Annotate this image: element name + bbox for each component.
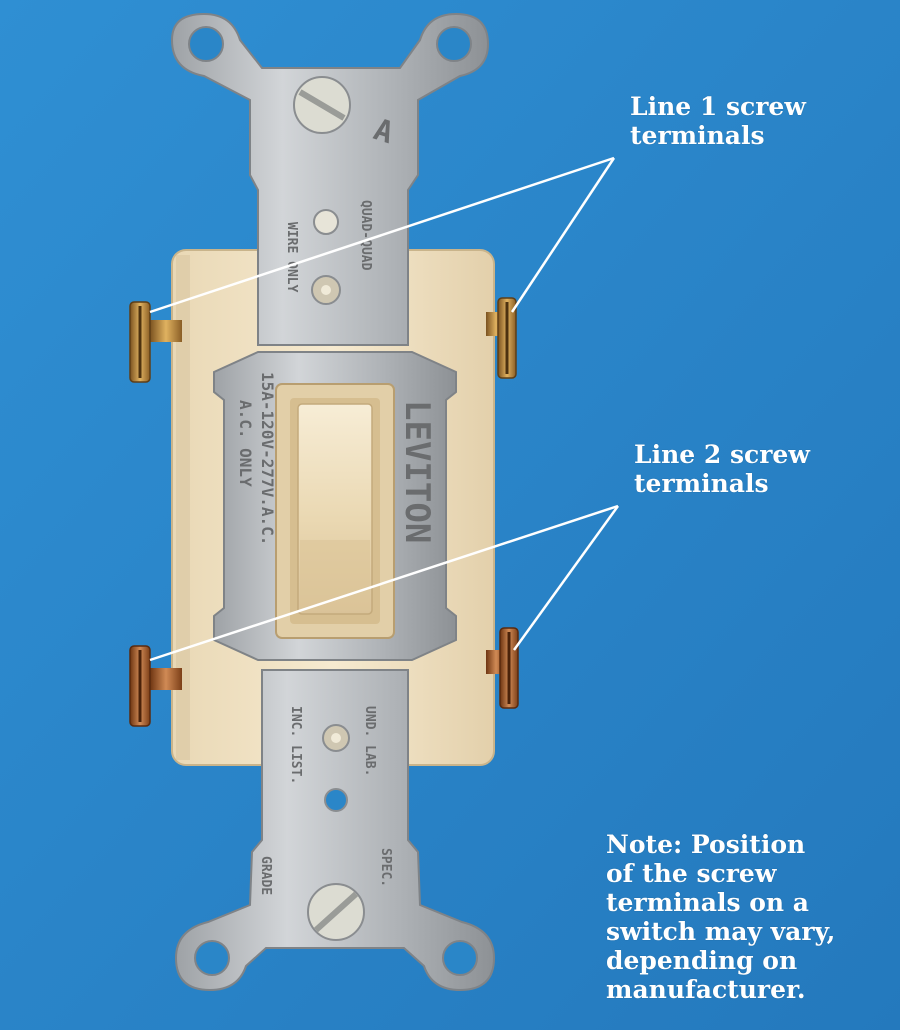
line2-right-screw-terminal <box>486 627 519 709</box>
note-line: Note: Position <box>606 830 806 859</box>
line1-leader-left <box>149 156 615 314</box>
brand-text: LEVITON <box>397 400 437 543</box>
manufacturer-note: Note: Position of the screw terminals on… <box>606 830 835 1004</box>
note-line: depending on <box>606 946 798 975</box>
rating-text: 15A-120V-277V.A.C. <box>258 372 277 545</box>
toggle-lever <box>275 383 395 639</box>
mounting-hole-icon <box>194 940 230 976</box>
top-mounting-strap: A QUAD-QUAD WIRE ONLY <box>170 12 490 346</box>
line2-leader-right <box>512 505 620 651</box>
strap-hole-icon <box>324 788 348 812</box>
label-line: Line 1 screw <box>630 92 806 121</box>
line2-leader-left <box>149 504 619 662</box>
grade-text: GRADE <box>258 856 273 895</box>
line2-terminals-label: Line 2 screw terminals <box>634 440 810 498</box>
line2-left-screw-terminal <box>129 645 182 727</box>
label-line: terminals <box>630 121 765 150</box>
top-strap-right-text: QUAD-QUAD <box>358 200 373 271</box>
strap-hole-icon <box>313 209 339 235</box>
line1-leader-right <box>510 157 616 313</box>
mounting-hole-icon <box>436 26 472 62</box>
label-line: terminals <box>634 469 769 498</box>
note-line: terminals on a <box>606 888 809 917</box>
note-line: of the screw <box>606 859 777 888</box>
note-line: switch may vary, <box>606 917 836 946</box>
bottom-strap-left-text: INC. LIST. <box>288 706 303 784</box>
line1-left-screw-terminal <box>129 301 182 383</box>
top-strap-left-text: WIRE ONLY <box>284 222 299 293</box>
mounting-hole-icon <box>442 940 478 976</box>
bottom-mounting-strap: UND. LAB. INC. LIST. SPEC. GRADE <box>174 669 496 992</box>
label-line: Line 2 screw <box>634 440 810 469</box>
line1-right-screw-terminal <box>486 297 517 379</box>
mounting-hole-icon <box>188 26 224 62</box>
leader-lines <box>149 156 620 662</box>
ac-only-text: A.C. ONLY <box>236 400 255 487</box>
spec-text: SPEC. <box>378 848 393 887</box>
line1-terminals-label: Line 1 screw terminals <box>630 92 806 150</box>
bottom-strap-right-text: UND. LAB. <box>362 706 377 776</box>
note-line: manufacturer. <box>606 975 806 1004</box>
